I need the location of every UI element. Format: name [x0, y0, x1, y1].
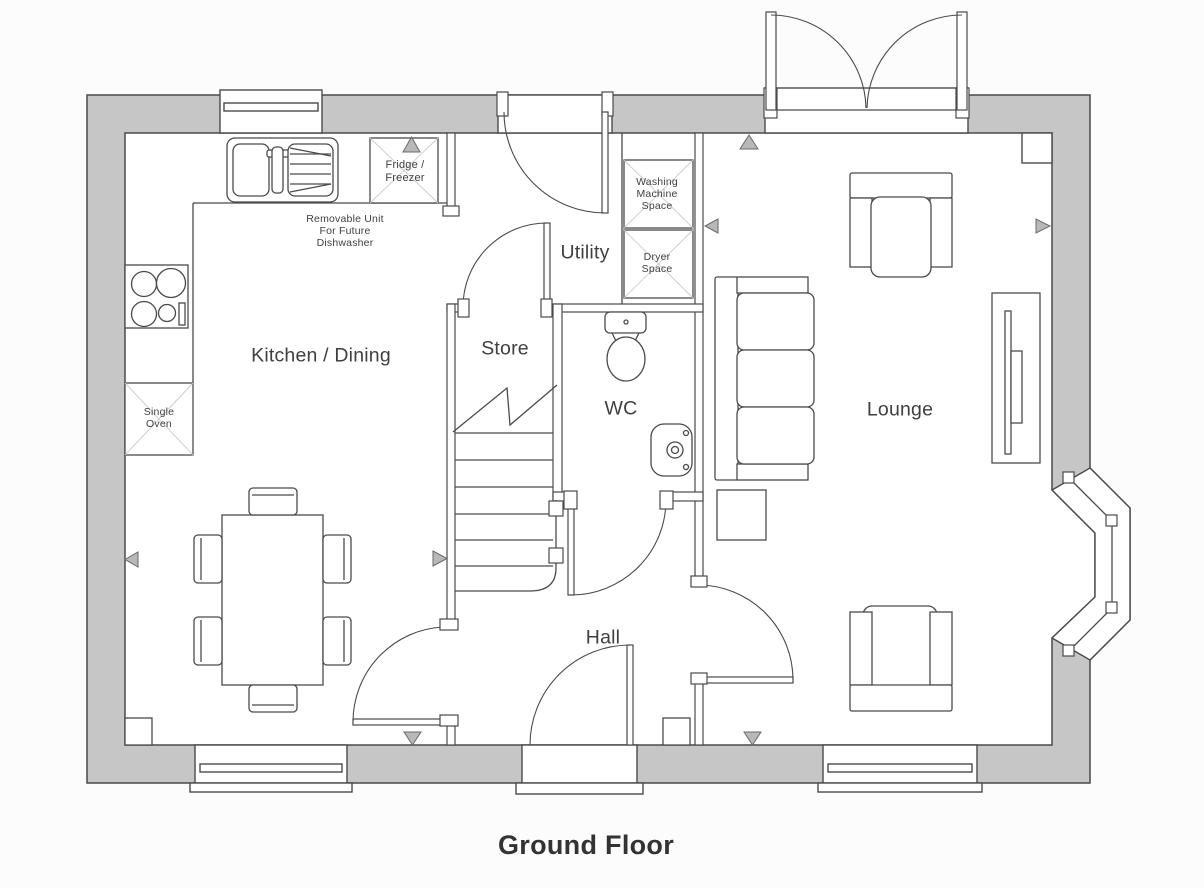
- armchair-cushion: [870, 196, 932, 278]
- room-label-lounge: Lounge: [866, 398, 934, 421]
- kitchen-top-window: [219, 89, 323, 134]
- utility-wc-wall: [546, 303, 704, 313]
- fixture-label-removable-unit: Removable Unit For Future Dishwasher: [306, 212, 384, 250]
- store-west-wall: [446, 303, 456, 628]
- hob-control: [178, 302, 186, 326]
- floor-area: [125, 133, 1095, 745]
- hob-burner: [130, 270, 158, 298]
- hob-burner: [130, 300, 158, 328]
- marker-down-icon: [403, 731, 422, 746]
- hob-burner: [155, 267, 187, 299]
- radiator: [662, 717, 691, 746]
- french-doors: [763, 11, 970, 134]
- lounge-west-wall: [694, 132, 704, 584]
- interior-walls: [446, 132, 704, 746]
- marker-left-icon: [703, 218, 719, 234]
- marker-right-icon: [1035, 218, 1052, 234]
- door-jamb: [496, 91, 509, 117]
- door-leaf: [626, 644, 634, 746]
- door-leaf: [765, 11, 777, 111]
- room-label-kitchen-dining: Kitchen / Dining: [251, 344, 391, 367]
- kitchen-bottom-window: [189, 744, 353, 793]
- hob-burner: [157, 303, 177, 323]
- sink-bowl: [232, 143, 270, 197]
- fixture-label-washing-machine: Washing Machine Space: [636, 175, 678, 213]
- lounge-window: [817, 744, 983, 793]
- armchair-top: [849, 172, 953, 278]
- wc-west-wall: [552, 303, 563, 501]
- room-label-utility: Utility: [560, 241, 610, 264]
- tv-bracket: [1010, 350, 1023, 424]
- front-door: [515, 644, 644, 795]
- room-label-wc: WC: [604, 397, 638, 420]
- bay-mullion: [1062, 471, 1075, 484]
- newel-post: [548, 547, 564, 564]
- marker-up-icon: [739, 134, 759, 150]
- sofa-cushion: [736, 406, 815, 465]
- newel-post: [548, 500, 564, 517]
- armchair-cushion: [862, 605, 938, 687]
- corner-duct-boxing: [1021, 132, 1053, 164]
- staircase: [452, 384, 564, 592]
- stair-break-line: [452, 384, 558, 433]
- marker-down-icon: [743, 731, 762, 746]
- door-leaf: [543, 222, 551, 308]
- sofa-cushion: [736, 292, 815, 351]
- door-leaf: [956, 11, 968, 111]
- kitchen-sink: [226, 137, 339, 203]
- wc-basin: [650, 423, 693, 477]
- armchair-bottom: [849, 605, 953, 712]
- direction-markers: [123, 134, 1052, 746]
- bay-window: [1050, 467, 1131, 661]
- sink-drainer: [287, 143, 334, 197]
- fixture-label-fridge-freezer: Fridge / Freezer: [385, 159, 425, 184]
- room-label-hall: Hall: [585, 626, 621, 649]
- bay-mullion: [1105, 514, 1118, 527]
- single-oven-space: [124, 382, 194, 456]
- radiator: [124, 717, 153, 746]
- utility-exterior-door: [496, 91, 614, 214]
- tv-screen: [1004, 310, 1012, 455]
- side-table: [716, 489, 767, 541]
- hob: [124, 264, 189, 329]
- marker-right-icon: [432, 550, 449, 567]
- fixture-label-single-oven: Single Oven: [143, 405, 175, 430]
- lounge-west-wall-stub: [694, 679, 704, 746]
- tv-unit: [991, 292, 1041, 464]
- fridge-freezer-space: [369, 137, 439, 204]
- bay-mullion: [1105, 601, 1118, 614]
- toilet-bowl: [606, 336, 646, 382]
- dining-table: [221, 514, 324, 686]
- marker-up-icon: [402, 135, 421, 153]
- washing-machine-space: [623, 159, 694, 229]
- page-title: Ground Floor: [497, 830, 675, 861]
- dryer-space: [623, 229, 694, 299]
- bay-mullion: [1062, 644, 1075, 657]
- sofa-cushion: [736, 349, 815, 408]
- dining-chairs: [193, 487, 352, 713]
- door-jambs: [439, 205, 708, 727]
- door-leaf: [352, 718, 449, 726]
- door-leaf: [698, 676, 794, 684]
- marker-left-icon: [123, 551, 139, 568]
- door-leaf: [567, 499, 575, 596]
- sofa: [714, 276, 815, 481]
- fixture-label-dryer: Dryer Space: [641, 250, 673, 275]
- kitchen-utility-stub: [446, 132, 456, 214]
- door-leaf: [601, 111, 609, 214]
- room-label-store: Store: [481, 337, 529, 360]
- toilet: [604, 311, 647, 382]
- sink-tap: [271, 146, 284, 194]
